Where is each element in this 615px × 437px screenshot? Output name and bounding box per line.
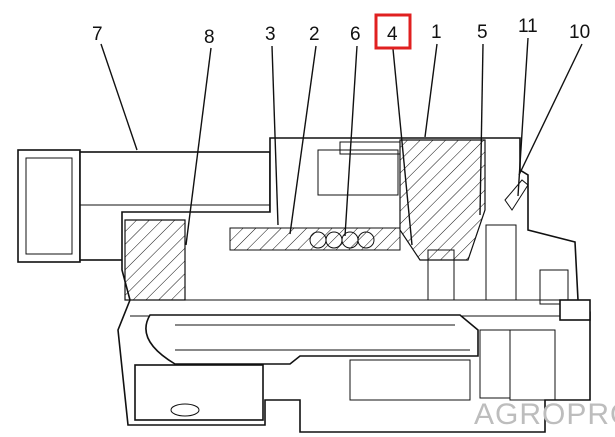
watermark-logo: AGROPRO: [474, 398, 615, 431]
callout-10: 10: [569, 22, 590, 43]
leader-8: [185, 47, 212, 246]
leader-3: [271, 45, 279, 226]
leader-11: [517, 37, 529, 197]
leader-2: [289, 45, 317, 235]
leader-4: [392, 48, 413, 246]
callout-3: 3: [265, 24, 276, 45]
lower-shaft: [134, 314, 556, 421]
callout-8: 8: [204, 27, 215, 48]
leader-1: [424, 43, 438, 138]
callout-11: 11: [518, 16, 538, 37]
callout-6: 6: [350, 24, 361, 45]
leader-7: [100, 43, 138, 151]
right-end-cap: [479, 179, 591, 399]
callout-2: 2: [309, 24, 320, 45]
leader-10: [518, 43, 583, 176]
leader-5: [479, 43, 484, 216]
callout-1: 1: [431, 22, 442, 43]
callout-5: 5: [477, 22, 488, 43]
leader-6: [344, 45, 358, 237]
callout-4-highlight: [374, 13, 412, 50]
callout-4: 4: [387, 24, 398, 45]
callout-7: 7: [92, 24, 103, 45]
leader-lines: [100, 37, 583, 246]
